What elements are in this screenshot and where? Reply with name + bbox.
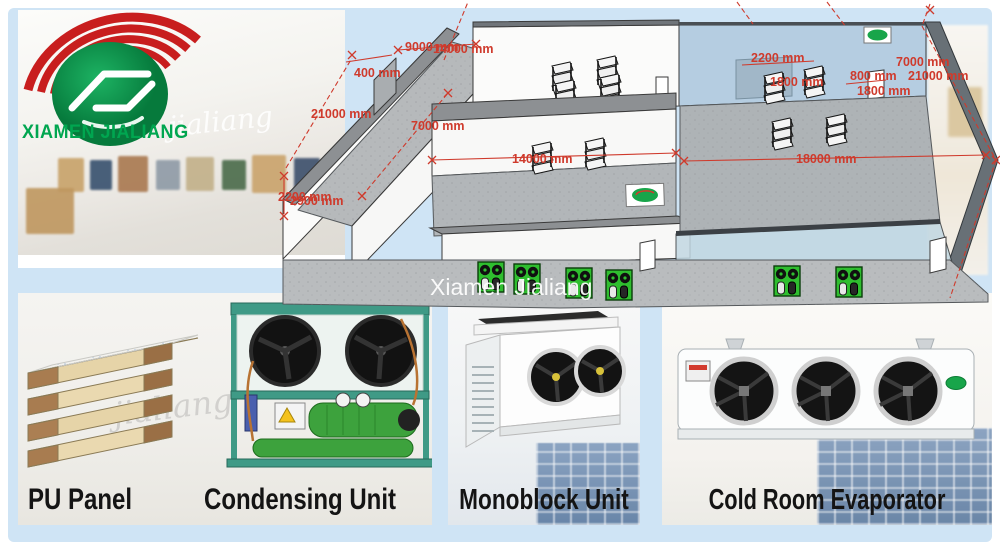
product-label-monoblock: Monoblock Unit (459, 484, 629, 516)
pallet-boxes (252, 155, 286, 193)
pallet-boxes (118, 156, 148, 192)
company-logo (23, 12, 201, 146)
pallet-boxes (222, 160, 246, 190)
product-panel-evaporator: Cold Room Evaporator (662, 293, 992, 525)
monoblock-unit-image (465, 311, 626, 448)
product-label-condensing-unit: Condensing Unit (204, 483, 396, 516)
condensing-unit-image (226, 302, 432, 468)
fan-icon (249, 315, 417, 387)
pu-panel-image (27, 334, 199, 468)
pallet-boxes (156, 160, 180, 190)
product-label-pu-panel: PU Panel (28, 483, 133, 516)
product-panel-pu-condensing: jialiang (18, 293, 432, 525)
crate-rack-photo (536, 443, 640, 525)
fan-icon (709, 356, 943, 426)
pallet-boxes (90, 160, 112, 190)
pallet-boxes (294, 158, 320, 192)
pallet-boxes (26, 188, 74, 234)
background-photo-strip (928, 25, 988, 275)
warehouse-photo-panel: jialiang XIAMEN JIALIANG (18, 10, 345, 268)
warehouse-photo: jialiang XIAMEN JIALIANG (18, 10, 345, 255)
product-panel-monoblock: Monoblock Unit (448, 293, 640, 525)
pallet-boxes (58, 158, 84, 192)
product-label-evaporator: Cold Room Evaporator (708, 484, 946, 516)
pallet-boxes (186, 157, 214, 191)
fan-icon (527, 345, 626, 406)
logo-globe-icon (52, 42, 168, 146)
crate-rack-photo (817, 428, 992, 525)
brand-sticker-icon (945, 376, 967, 390)
company-name: XIAMEN JIALIANG (22, 122, 189, 143)
cold-room-evaporator-image (677, 338, 975, 440)
